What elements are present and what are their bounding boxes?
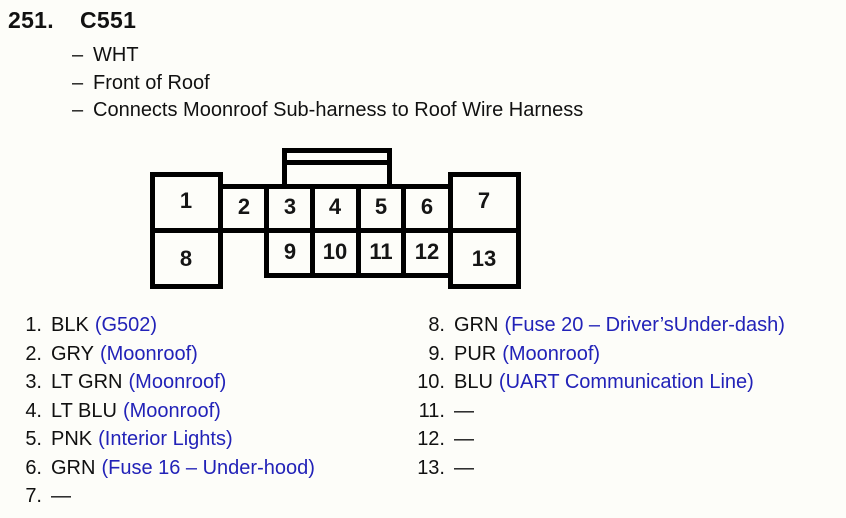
pin-number: 5. bbox=[25, 428, 42, 450]
dash-bullet: – bbox=[72, 99, 84, 121]
pin-row-10: 10. BLU (UART Communication Line) bbox=[413, 368, 843, 397]
pin-number: 10. bbox=[417, 371, 445, 393]
wire-color: GRN bbox=[51, 456, 96, 479]
detail-wire-color: – WHT bbox=[72, 42, 583, 70]
pin-cavity-8: 8 bbox=[179, 246, 193, 271]
wire-color: — bbox=[51, 485, 71, 507]
pin-number: 9. bbox=[428, 342, 445, 365]
pin-number: 13. bbox=[417, 456, 445, 479]
pin-list-left: 1. BLK (G502) 2. GRY (Moonroof) 3. LT GR… bbox=[18, 311, 413, 511]
pin-row-9: 9. PUR (Moonroof) bbox=[413, 340, 843, 369]
wire-destination: (Moonroof) bbox=[502, 342, 601, 365]
pin-number: 7. bbox=[25, 485, 42, 507]
section-number: 251. bbox=[8, 7, 54, 33]
connector-latch-inner-line bbox=[287, 160, 387, 165]
dash-bullet: – bbox=[72, 71, 84, 94]
pin-number: 11. bbox=[418, 399, 445, 422]
pin-number: 6. bbox=[25, 456, 42, 479]
wire-color: BLU bbox=[454, 371, 493, 393]
wire-destination: (Moonroof) bbox=[128, 371, 227, 393]
pin-row-11: 11. — bbox=[413, 397, 843, 426]
wire-color: PUR bbox=[454, 342, 497, 365]
pin-cavity-6: 6 bbox=[420, 194, 434, 219]
pin-list-right: 8. GRN (Fuse 20 – Driver’sUnder-dash) 9.… bbox=[413, 311, 843, 482]
connector-pinout-diagram: 1 2 3 4 5 6 7 8 9 10 11 12 13 bbox=[150, 148, 521, 289]
connector-id-title: C551 bbox=[80, 7, 137, 33]
wire-destination: (Moonroof) bbox=[99, 342, 198, 365]
pin-number: 8. bbox=[428, 314, 445, 336]
pin-cavity-4: 4 bbox=[328, 194, 342, 219]
connector-details: – WHT – Front of Roof – Connects Moonroo… bbox=[72, 42, 583, 125]
wire-destination: (Fuse 16 – Under-hood) bbox=[101, 456, 315, 479]
pin-row-13: 13. — bbox=[413, 454, 843, 483]
pin-cavity-7: 7 bbox=[477, 188, 491, 213]
detail-text: Front of Roof bbox=[93, 71, 210, 94]
grid-vertical-3 bbox=[356, 184, 361, 278]
pin-cavity-13: 13 bbox=[471, 246, 497, 271]
wire-color: — bbox=[454, 399, 474, 422]
pin-number: 1. bbox=[25, 314, 42, 336]
pin-row-3: 3. LT GRN (Moonroof) bbox=[18, 368, 413, 397]
pin-row-7: 7. — bbox=[18, 482, 413, 511]
wire-color: BLK bbox=[51, 314, 89, 336]
wire-color: LT BLU bbox=[51, 399, 117, 422]
pin-row-4: 4. LT BLU (Moonroof) bbox=[18, 397, 413, 426]
wire-color: GRY bbox=[51, 342, 94, 365]
pin-row-5: 5. PNK (Interior Lights) bbox=[18, 425, 413, 454]
detail-function: – Connects Moonroof Sub-harness to Roof … bbox=[72, 97, 583, 125]
pin-cavity-12: 12 bbox=[414, 239, 440, 264]
grid-vertical-1 bbox=[264, 184, 269, 278]
wire-destination: (G502) bbox=[94, 314, 158, 336]
pin-cavity-2: 2 bbox=[237, 194, 251, 219]
grid-vertical-4 bbox=[401, 184, 406, 278]
grid-middle-line bbox=[153, 228, 518, 233]
pin-cavity-1: 1 bbox=[179, 188, 193, 213]
wire-destination: (Interior Lights) bbox=[98, 428, 233, 450]
pin-number: 2. bbox=[25, 342, 42, 365]
pin-number: 12. bbox=[417, 428, 445, 450]
pin-cavity-10: 10 bbox=[322, 239, 348, 264]
detail-text: WHT bbox=[93, 44, 139, 66]
detail-text: Connects Moonroof Sub-harness to Roof Wi… bbox=[93, 99, 584, 121]
pin-number: 3. bbox=[25, 371, 42, 393]
wire-color: LT GRN bbox=[51, 371, 123, 393]
wire-color: GRN bbox=[454, 314, 499, 336]
wire-destination: (Moonroof) bbox=[122, 399, 221, 422]
pin-row-2: 2. GRY (Moonroof) bbox=[18, 340, 413, 369]
pin-cavity-5: 5 bbox=[374, 194, 388, 219]
dash-bullet: – bbox=[72, 44, 84, 66]
connector-latch bbox=[282, 148, 392, 189]
pin-row-1: 1. BLK (G502) bbox=[18, 311, 413, 340]
wire-destination: (Fuse 20 – Driver’sUnder-dash) bbox=[504, 314, 785, 336]
pin-row-6: 6. GRN (Fuse 16 – Under-hood) bbox=[18, 454, 413, 483]
grid-top-line bbox=[219, 184, 452, 189]
pin-row-8: 8. GRN (Fuse 20 – Driver’sUnder-dash) bbox=[413, 311, 843, 340]
pin-cavity-3: 3 bbox=[283, 194, 297, 219]
pin-cavity-11: 11 bbox=[369, 239, 393, 264]
detail-location: – Front of Roof bbox=[72, 70, 583, 98]
grid-vertical-2 bbox=[310, 184, 315, 278]
wire-color: — bbox=[454, 428, 474, 450]
wire-destination: (UART Communication Line) bbox=[498, 371, 754, 393]
wire-color: — bbox=[454, 456, 474, 479]
pin-cavity-9: 9 bbox=[283, 239, 297, 264]
wire-color: PNK bbox=[51, 428, 93, 450]
pin-row-12: 12. — bbox=[413, 425, 843, 454]
pin-number: 4. bbox=[25, 399, 42, 422]
